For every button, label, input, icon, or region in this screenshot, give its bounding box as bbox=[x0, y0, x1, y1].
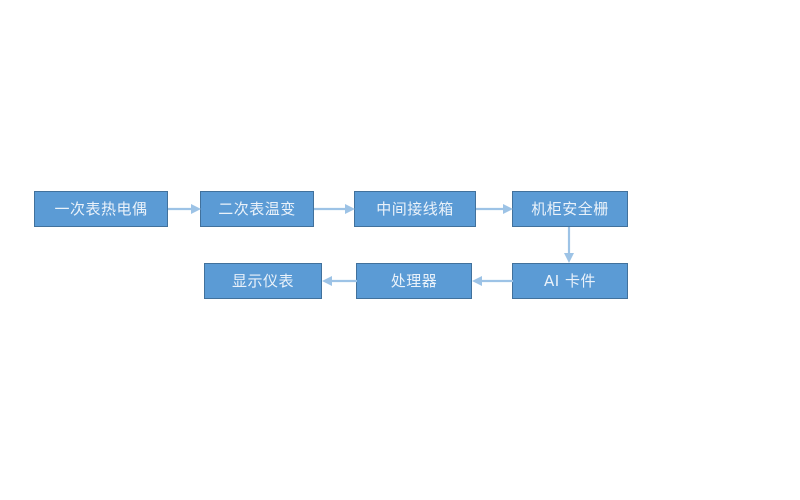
node-junction-box[interactable]: 中间接线箱 bbox=[354, 191, 476, 227]
node-transmitter-label: 二次表温变 bbox=[218, 199, 296, 218]
node-display-meter-label: 显示仪表 bbox=[231, 271, 294, 290]
node-safety-barrier-label: 机柜安全栅 bbox=[531, 199, 609, 218]
node-thermocouple[interactable]: 一次表热电偶 bbox=[34, 191, 168, 227]
node-thermocouple-label: 一次表热电偶 bbox=[54, 199, 148, 218]
node-junction-box-label: 中间接线箱 bbox=[376, 199, 454, 218]
edge-ai-card-to-processor bbox=[470, 272, 514, 292]
edge-junction-box-to-safety-barrier bbox=[476, 200, 514, 220]
node-safety-barrier[interactable]: 机柜安全栅 bbox=[512, 191, 628, 227]
node-processor-label: 处理器 bbox=[390, 271, 438, 290]
edge-processor-to-display-meter bbox=[320, 272, 358, 292]
node-processor[interactable]: 处理器 bbox=[356, 263, 472, 299]
node-ai-card[interactable]: AI 卡件 bbox=[512, 263, 628, 299]
edge-transmitter-to-junction-box bbox=[314, 200, 356, 220]
node-display-meter[interactable]: 显示仪表 bbox=[204, 263, 322, 299]
node-transmitter[interactable]: 二次表温变 bbox=[200, 191, 314, 227]
node-ai-card-label: AI 卡件 bbox=[544, 271, 596, 290]
edge-safety-barrier-to-ai-card bbox=[560, 227, 580, 265]
edge-thermocouple-to-transmitter bbox=[168, 200, 202, 220]
